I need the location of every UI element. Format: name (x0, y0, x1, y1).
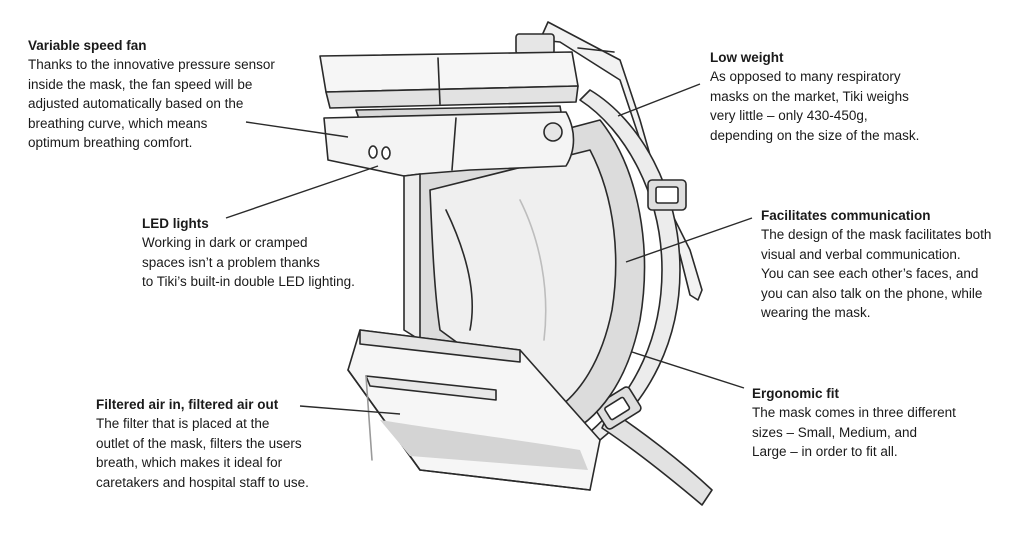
callout-line: visual and verbal communication. (761, 246, 961, 262)
mask-stem (403, 173, 421, 341)
callout-title: Low weight (710, 50, 784, 65)
filter-cartridge (347, 329, 601, 491)
callout-line: breathing curve, which means (28, 115, 208, 131)
callout-line: sizes – Small, Medium, and (752, 424, 918, 440)
callout-line: optimum breathing comfort. (28, 135, 193, 151)
callout-line: masks on the market, Tiki weighs (710, 88, 909, 104)
callout-line: Thanks to the innovative pressure sensor (28, 57, 275, 73)
callout-low-weight: Low weight As opposed to many respirator… (710, 48, 919, 145)
callout-line: breath, which makes it ideal for (96, 455, 283, 471)
callout-line: wearing the mask. (761, 305, 871, 321)
callout-line: The design of the mask facilitates both (761, 227, 992, 243)
callout-line: spaces isn’t a problem thanks (142, 254, 320, 270)
leader-line-weight (617, 83, 701, 117)
callout-line: inside the mask, the fan speed will be (28, 76, 253, 92)
callout-title: Ergonomic fit (752, 386, 839, 401)
callout-line: The mask comes in three different (752, 405, 956, 421)
leader-line-communication (625, 217, 753, 263)
callout-title: LED lights (142, 216, 209, 231)
head-strap (539, 21, 703, 301)
callout-line: Working in dark or cramped (142, 235, 308, 251)
side-buckle (647, 179, 687, 211)
strap-buckle-top (515, 33, 555, 55)
fan-housing (319, 51, 579, 123)
fan-body (323, 111, 575, 177)
callout-title: Variable speed fan (28, 38, 147, 53)
callout-title: Filtered air in, filtered air out (96, 397, 279, 412)
callout-line: adjusted automatically based on the (28, 96, 244, 112)
lower-strap (601, 409, 713, 506)
callout-line: depending on the size of the mask. (710, 127, 920, 143)
callout-line: caretakers and hospital staff to use. (96, 474, 309, 490)
callout-line: very little – only 430-450g, (710, 108, 868, 124)
lower-buckle (594, 386, 642, 430)
callout-line: you can also talk on the phone, while (761, 285, 983, 301)
callout-ergonomic-fit: Ergonomic fit The mask comes in three di… (752, 384, 956, 462)
leader-line-led (225, 165, 379, 219)
callout-title: Facilitates communication (761, 208, 931, 223)
callout-line: Large – in order to fit all. (752, 444, 898, 460)
callout-line: You can see each other’s faces, and (761, 266, 979, 282)
callout-line: As opposed to many respiratory (710, 69, 901, 85)
leader-line-filter (299, 405, 401, 415)
leader-line-fit (631, 351, 745, 389)
callout-variable-speed-fan: Variable speed fan Thanks to the innovat… (28, 36, 275, 152)
callout-line: The filter that is placed at the (96, 416, 270, 432)
callout-line: outlet of the mask, filters the users (96, 435, 302, 451)
callout-filtered-air: Filtered air in, filtered air out The fi… (96, 395, 309, 492)
callout-line: to Tiki’s built-in double LED lighting. (142, 274, 355, 290)
led-lights (368, 145, 391, 160)
sensor-knob (543, 122, 563, 142)
callout-communication: Facilitates communication The design of … (761, 206, 991, 322)
callout-led-lights: LED lights Working in dark or cramped sp… (142, 214, 355, 292)
leader-line-fan (245, 121, 349, 138)
